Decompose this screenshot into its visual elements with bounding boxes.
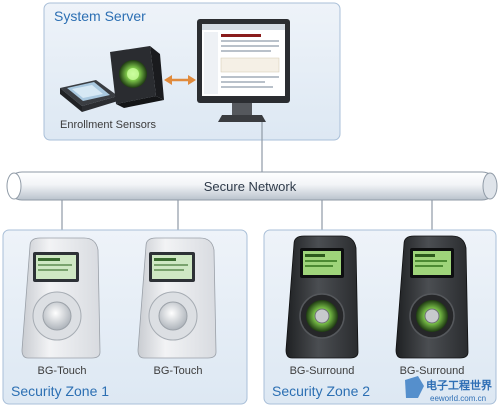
zone-2-title: Security Zone 2 (272, 383, 370, 399)
zone-2-device-1-label: BG-Surround (290, 365, 355, 377)
zone-2-device-2-label: BG-Surround (400, 365, 465, 377)
zone-1-title: Security Zone 1 (11, 383, 109, 399)
fingerprint-reader-icon (60, 80, 118, 112)
bg-touch-device-icon (137, 237, 217, 359)
eeworld-watermark: 电子工程世界 eeworld.com.cn (405, 376, 492, 403)
bg-surround-device-icon (395, 235, 469, 359)
bg-surround-device-icon (285, 235, 359, 359)
security-zone-1: BG-Touch BG-Touch Security Zone 1 (2, 229, 248, 405)
pipe-end-right (482, 172, 498, 200)
bg-touch-device-icon (21, 237, 101, 359)
server-panel: System Server (43, 2, 341, 141)
eeworld-logo-icon (405, 376, 424, 398)
enrollment-sensors-label: Enrollment Sensors (60, 119, 156, 131)
security-zone-2: BG-Surround BG-Surround Security Zone 2 (263, 229, 497, 405)
watermark-line-1: 电子工程世界 (426, 378, 492, 392)
secure-network-bus: Secure Network (6, 171, 498, 201)
pipe-end-left (6, 172, 22, 200)
server-panel-title: System Server (54, 8, 146, 24)
desktop-sensor-icon (110, 46, 164, 108)
server-monitor-icon (197, 19, 290, 122)
zone-1-device-2-label: BG-Touch (154, 365, 203, 377)
network-label: Secure Network (204, 179, 297, 194)
zone-1-device-1-label: BG-Touch (38, 365, 87, 377)
sync-arrow-icon (164, 75, 196, 85)
watermark-line-2: eeworld.com.cn (430, 394, 486, 403)
